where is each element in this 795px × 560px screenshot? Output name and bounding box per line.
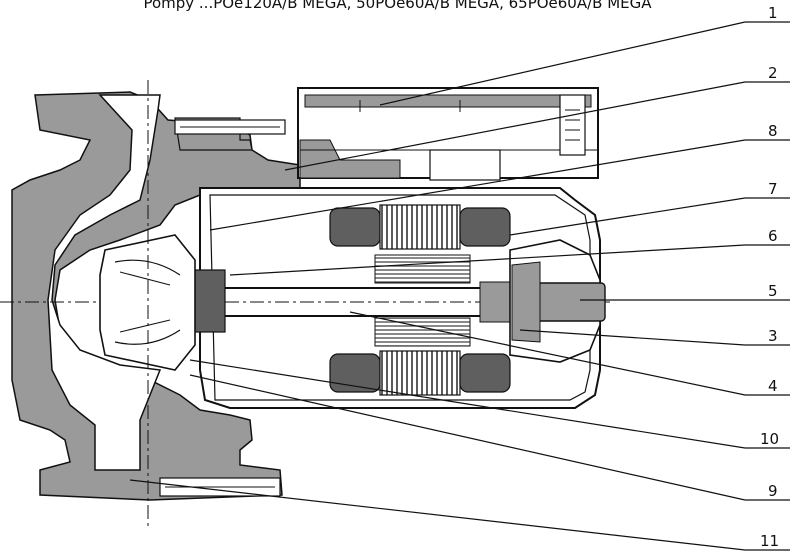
leader-lines: [129, 21, 790, 551]
callout-3: 3: [768, 327, 778, 345]
diagram-caption: Pompy ...POe120A/B MEGA, 50POe60A/B MEGA…: [143, 0, 652, 12]
terminal-box: [297, 87, 599, 181]
callout-numbers: 1 2 8 7 6 5 3 4 10 9 11: [760, 4, 779, 550]
end-cap: [509, 239, 606, 363]
callout-7: 7: [768, 180, 778, 198]
stator-top: [329, 204, 511, 250]
rotor: [374, 254, 471, 347]
callout-5: 5: [768, 282, 778, 300]
callout-10: 10: [760, 430, 779, 448]
callout-8: 8: [768, 122, 778, 140]
callout-2: 2: [768, 64, 778, 82]
callout-6: 6: [768, 227, 778, 245]
impeller: [99, 234, 196, 371]
stator-bottom: [329, 350, 511, 396]
callout-4: 4: [768, 377, 778, 395]
callout-9: 9: [768, 482, 778, 500]
callout-1: 1: [768, 4, 778, 22]
callout-11: 11: [760, 532, 779, 550]
